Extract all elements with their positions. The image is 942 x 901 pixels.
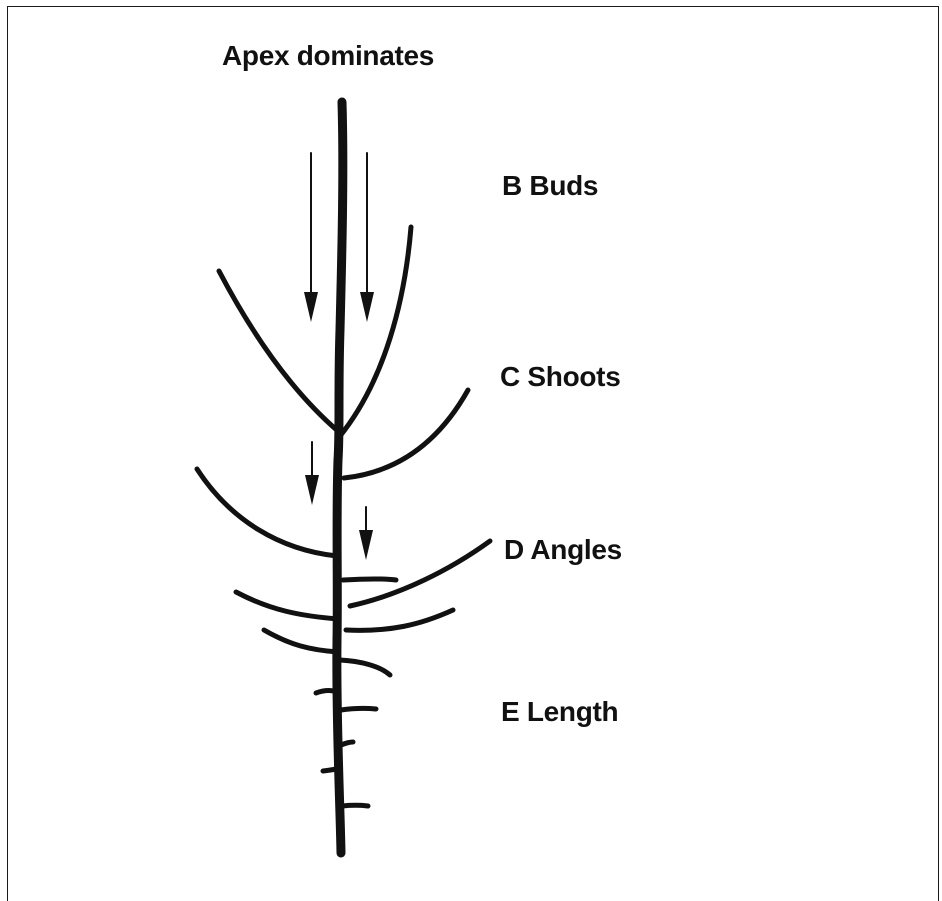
arrow-down-icon — [305, 442, 319, 505]
bud-stub-4 — [323, 768, 339, 771]
shoot-lower-left-2 — [264, 630, 338, 652]
shoot-lower-right-1 — [343, 579, 396, 580]
arrow-down-icon — [360, 153, 374, 322]
bud-stub-2 — [341, 708, 376, 710]
shoot-upper-left — [219, 271, 339, 432]
bud-stub-3 — [341, 742, 353, 745]
shoot-lower-right-3 — [346, 610, 453, 630]
arrow-down-icon — [359, 507, 373, 560]
arrow-down-icon — [304, 153, 318, 322]
shoot-lower-right-4 — [340, 660, 390, 675]
shoot-upper-right — [340, 227, 411, 436]
bud-stub-1 — [316, 691, 338, 693]
shoot-lower-right-2 — [350, 541, 490, 606]
shoot-lower-left-1 — [236, 592, 338, 619]
bud-stub-5 — [342, 805, 368, 806]
